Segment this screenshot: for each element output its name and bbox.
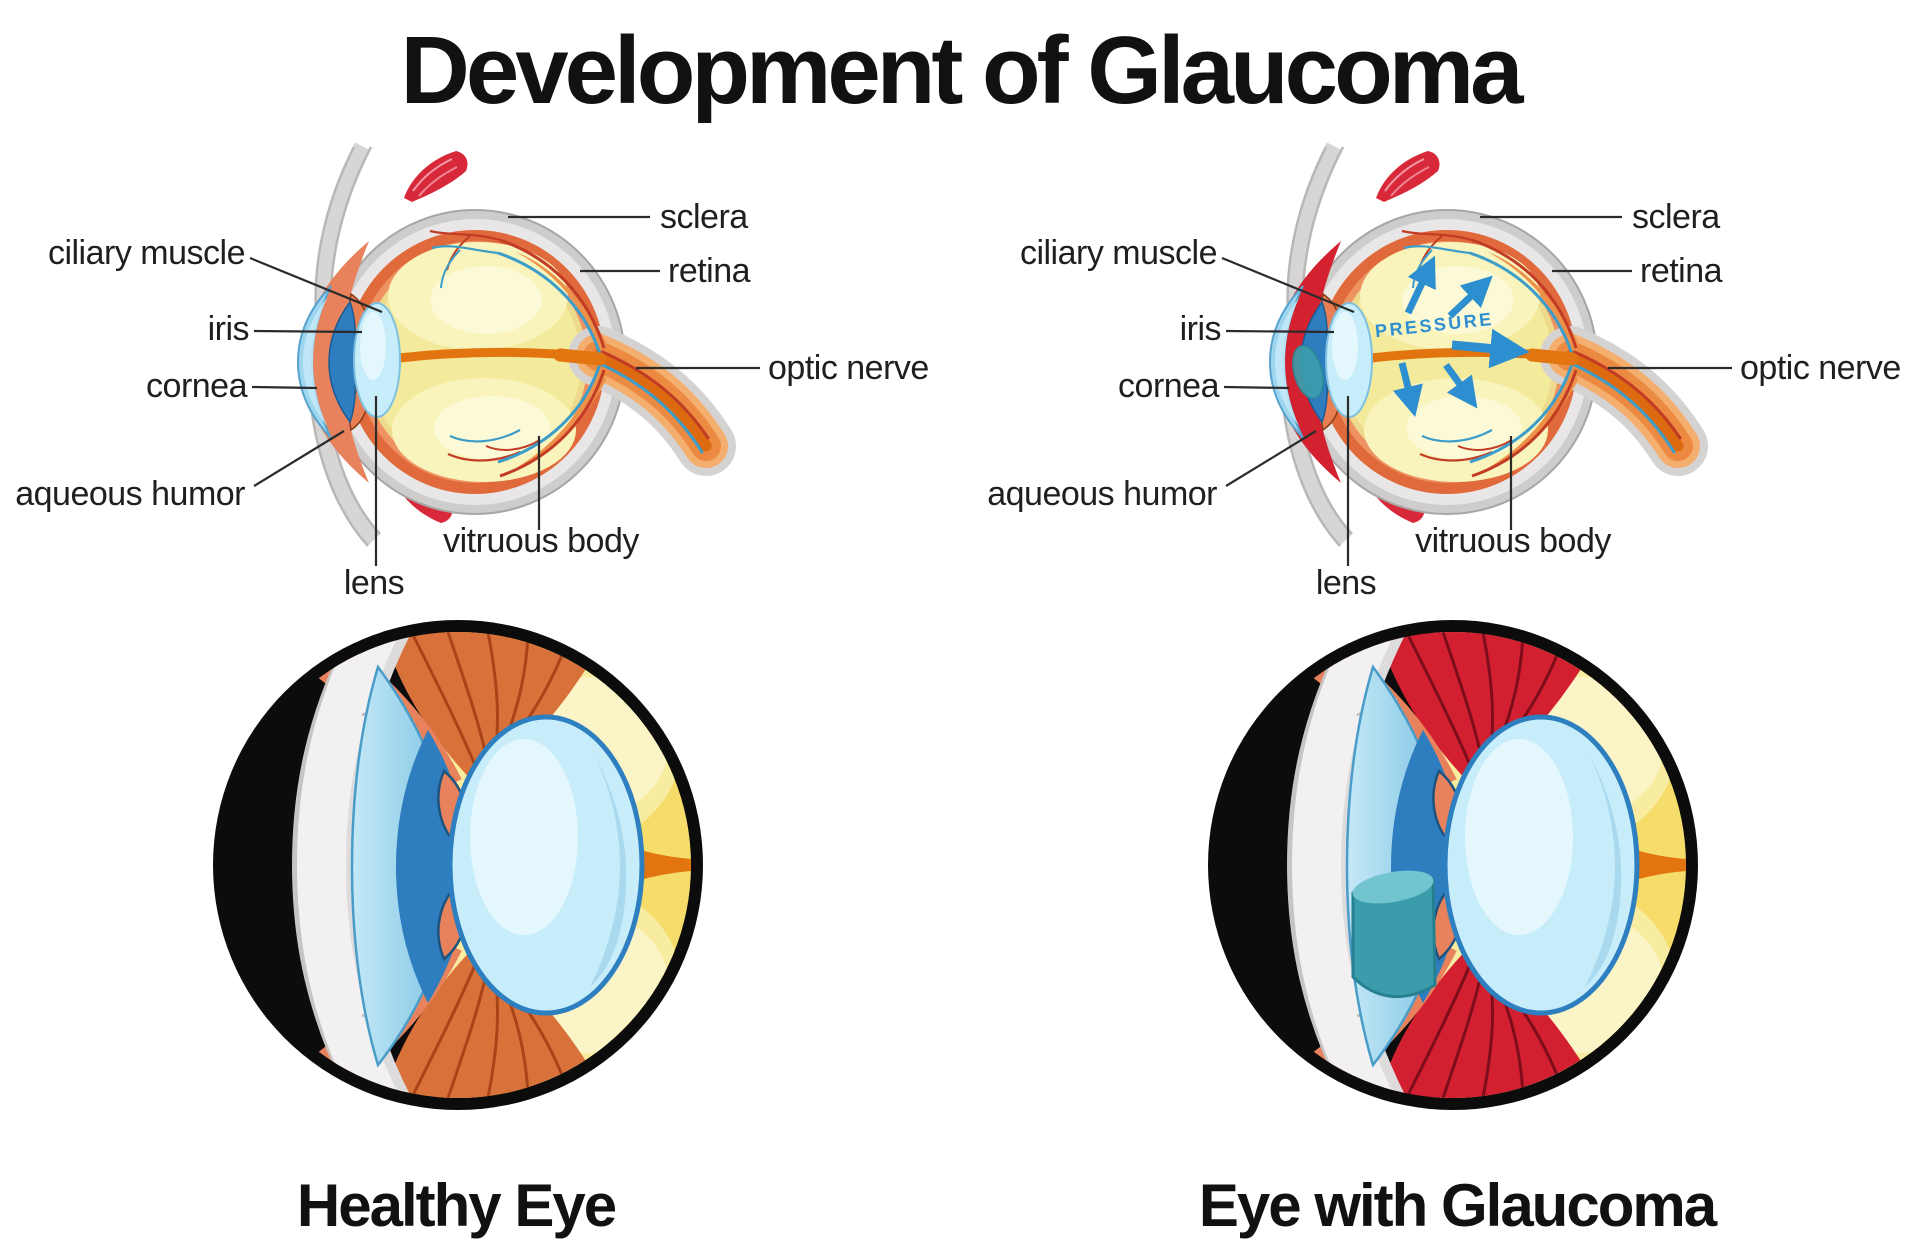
blocked-fluid-teal <box>1292 344 1324 400</box>
caption-healthy-eye: Healthy Eye <box>297 1172 616 1239</box>
healthy-eye-closeup <box>213 620 703 1110</box>
glaucoma-closeup-overlay <box>1351 870 1437 999</box>
glaucoma-eye-diagram <box>987 146 1901 602</box>
blocked-fluid-surface <box>1352 870 1434 904</box>
page-title: Development of Glaucoma <box>401 17 1525 124</box>
glaucoma-eye-closeup <box>1208 620 1698 1110</box>
blocked-fluid-wedge <box>1351 877 1437 999</box>
caption-eye-with-glaucoma: Eye with Glaucoma <box>1199 1172 1718 1239</box>
pressure-arrows <box>1392 255 1530 417</box>
healthy-eye-diagram <box>15 146 929 602</box>
